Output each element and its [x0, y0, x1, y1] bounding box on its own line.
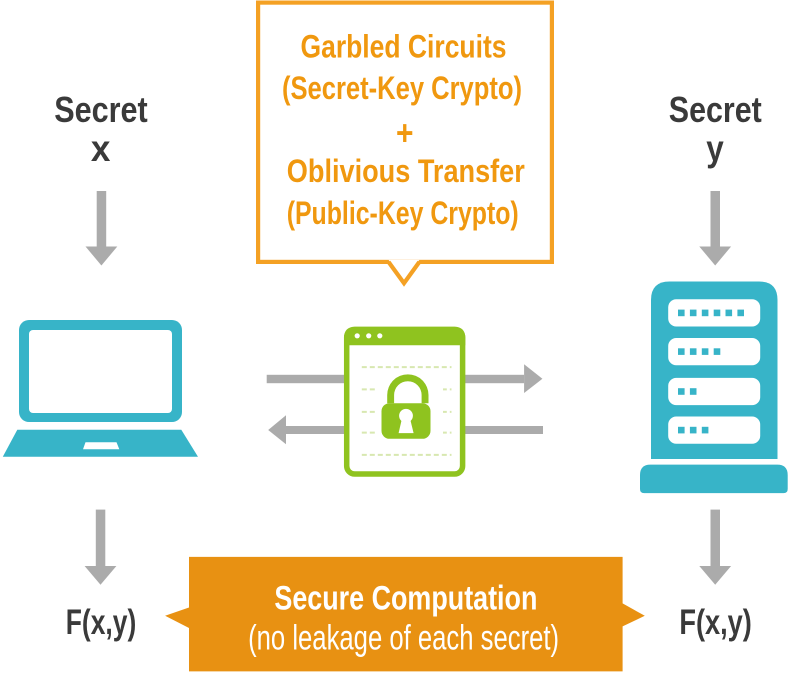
svg-text:Garbled Circuits: Garbled Circuits: [301, 28, 507, 64]
svg-text:Secret: Secret: [669, 90, 762, 130]
svg-text:x: x: [91, 127, 111, 169]
svg-text:(Secret-Key Crypto): (Secret-Key Crypto): [282, 70, 522, 106]
svg-text:Oblivious Transfer: Oblivious Transfer: [287, 153, 525, 189]
svg-text:F(x,y): F(x,y): [679, 603, 752, 642]
svg-text:Secure Computation: Secure Computation: [274, 580, 537, 618]
svg-text:+: +: [396, 114, 414, 153]
svg-text:Secret: Secret: [54, 90, 148, 130]
svg-text:(Public-Key Crypto): (Public-Key Crypto): [287, 195, 519, 231]
svg-text:y: y: [706, 127, 724, 169]
svg-text:F(x,y): F(x,y): [66, 603, 137, 642]
svg-text:(no leakage of each secret): (no leakage of each secret): [248, 619, 559, 658]
